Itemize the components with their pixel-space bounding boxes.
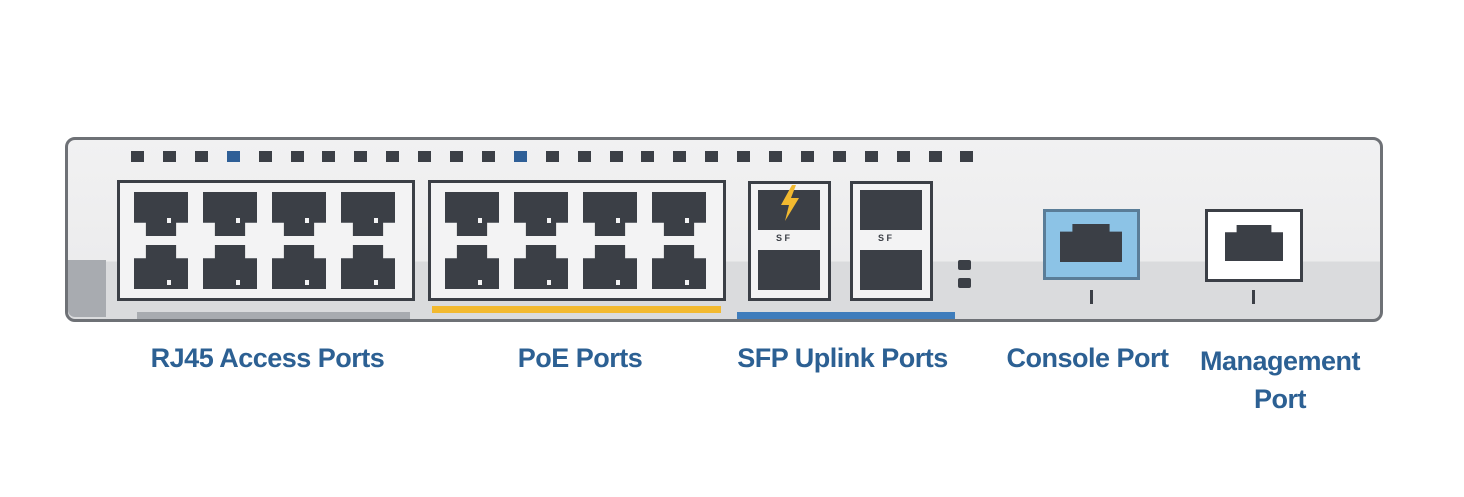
status-led (673, 151, 687, 162)
poe-port-jack (445, 192, 499, 236)
rj45-access-port-jack (134, 192, 188, 236)
jack-pin (478, 218, 482, 223)
poe-port-jack (652, 192, 706, 236)
jack-pin (305, 218, 309, 223)
status-led (322, 151, 336, 162)
jack-pin (616, 218, 620, 223)
poe-port-jack (583, 245, 637, 289)
status-led (737, 151, 751, 162)
status-led (450, 151, 463, 162)
sfp-ports-underline (737, 312, 955, 319)
lightning-bolt-icon (781, 185, 799, 221)
status-led (418, 151, 432, 162)
poe-port-jack (514, 192, 568, 236)
status-led (194, 151, 208, 162)
status-led (800, 151, 814, 162)
jack-pin (374, 218, 378, 223)
status-led (928, 151, 942, 162)
poe-port-group (428, 180, 726, 301)
jack-pin (547, 280, 551, 285)
status-led (960, 151, 974, 162)
jack-pin (167, 218, 171, 223)
rj45-access-port-jack (203, 192, 257, 236)
chassis-side-panel (68, 260, 106, 317)
jack-pin (236, 280, 240, 285)
console-port (1043, 209, 1140, 280)
jack-pin (616, 280, 620, 285)
jack-pin (478, 280, 482, 285)
rj45-access-port-group (117, 180, 415, 301)
status-led (258, 151, 272, 162)
status-led (131, 151, 144, 162)
jack-pin (236, 218, 240, 223)
management-port (1205, 209, 1303, 282)
management-tick-mark (1252, 290, 1255, 304)
sfp-slot-mark: S F (878, 233, 893, 243)
status-led (290, 151, 304, 162)
rj45-access-port-jack (341, 245, 395, 289)
jack-pin (547, 218, 551, 223)
poe-port-jack (514, 245, 568, 289)
status-led (705, 151, 719, 162)
status-led (832, 151, 846, 162)
status-led-active (513, 151, 527, 162)
rj45-access-port-jack (203, 245, 257, 289)
status-led (354, 151, 368, 162)
poe-ports-underline (432, 306, 721, 313)
sfp-slot (758, 250, 820, 290)
jack-pin (685, 218, 689, 223)
poe-port-jack (445, 245, 499, 289)
console-tick-mark (1090, 290, 1093, 304)
status-led (386, 151, 400, 162)
sfp-slot-mark: S F (776, 233, 791, 243)
status-led (162, 151, 176, 162)
access-ports-underline (137, 312, 410, 319)
management-port-label: Management Port (1199, 346, 1361, 414)
poe-ports-label: PoE Ports (517, 343, 643, 373)
status-led (641, 151, 655, 162)
rj45-access-port-jack (272, 192, 326, 236)
indicator-led (958, 260, 971, 270)
status-led (545, 151, 559, 162)
rj45-access-port-jack (272, 245, 326, 289)
indicator-led (958, 278, 971, 288)
status-led-active (226, 151, 240, 162)
jack-pin (685, 280, 689, 285)
sfp-slot (860, 190, 922, 230)
sfp-cage-2 (850, 181, 933, 301)
status-led (769, 151, 782, 162)
rj45-access-port-jack (341, 192, 395, 236)
status-led (896, 151, 910, 162)
status-led (481, 151, 495, 162)
jack-pin (305, 280, 309, 285)
jack-pin (167, 280, 171, 285)
poe-port-jack (583, 192, 637, 236)
console-port-label: Console Port (1006, 343, 1169, 373)
status-led (609, 151, 623, 162)
sfp-uplink-ports-label: SFP Uplink Ports (737, 343, 948, 373)
poe-port-jack (652, 245, 706, 289)
rj45-access-ports-label: RJ45 Access Ports (150, 343, 385, 373)
sfp-slot (860, 250, 922, 290)
management-jack (1225, 225, 1283, 261)
console-jack (1060, 224, 1122, 262)
rj45-access-port-jack (134, 245, 188, 289)
jack-pin (374, 280, 378, 285)
status-led (864, 151, 878, 162)
status-led (577, 151, 591, 162)
